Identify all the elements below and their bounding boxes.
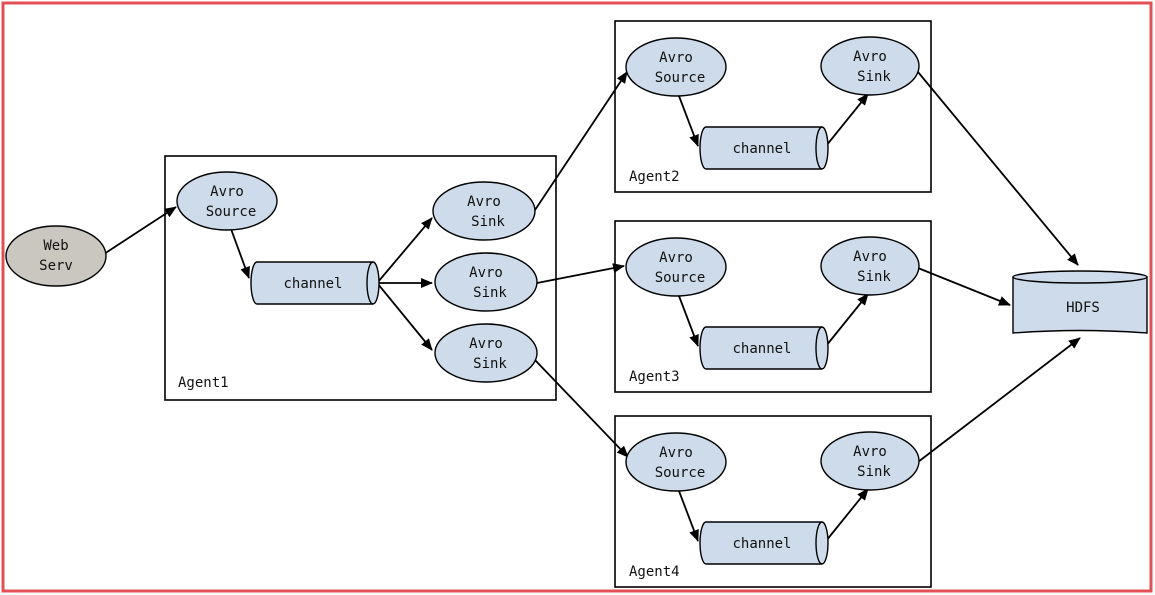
avro-sink-line2: Sink (473, 285, 507, 301)
avro-source-line2: Source (655, 465, 706, 481)
avro-sink-ellipse (820, 36, 920, 96)
edge-sink1a-to-source2 (534, 71, 628, 211)
agent1-sink-b-node: Avro Sink (434, 252, 538, 312)
avro-source-line1: Avro (659, 445, 693, 461)
hdfs-cylinder-top (1012, 270, 1148, 284)
channel-label: channel (732, 536, 791, 552)
agent3-sink-node: Avro Sink (820, 236, 920, 296)
channel-cylinder-cap (815, 521, 823, 565)
edge-channel1-to-sink1a (377, 217, 433, 283)
hdfs-cylinder-body (1012, 276, 1148, 334)
web-serv-line2: Serv (39, 258, 73, 274)
agent2-sink-node: Avro Sink (820, 36, 920, 96)
hdfs-label: HDFS (1066, 300, 1100, 316)
edge-sink4-to-hdfs (917, 337, 1081, 463)
edge-channel3-to-sink3 (825, 293, 869, 347)
edge-sink1b-to-source3 (536, 263, 625, 284)
edge-source4-to-channel4 (678, 490, 699, 542)
agent1-sink-c-node: Avro Sink (434, 323, 538, 383)
avro-source-line2: Source (206, 204, 257, 220)
avro-sink-ellipse (434, 323, 538, 383)
agent1-label: Agent1 (178, 375, 229, 391)
agent2-source-node: Avro Source (625, 37, 727, 97)
channel-label: channel (732, 141, 791, 157)
agent3-label: Agent3 (629, 369, 680, 385)
edge-source3-to-channel3 (678, 295, 699, 347)
agent1-channel-node: channel (250, 261, 380, 305)
avro-sink-line1: Avro (853, 249, 887, 265)
agent4-source-node: Avro Source (625, 432, 727, 492)
edge-source2-to-channel2 (678, 95, 699, 147)
avro-sink-line1: Avro (469, 336, 503, 352)
agent2-label: Agent2 (629, 169, 680, 185)
channel-label: channel (732, 341, 791, 357)
edge-sink1c-to-source4 (534, 359, 629, 458)
avro-sink-line2: Sink (857, 69, 891, 85)
avro-source-line2: Source (655, 270, 706, 286)
web-serv-node: Web Serv (5, 225, 107, 287)
avro-sink-line2: Sink (473, 356, 507, 372)
avro-sink-ellipse (434, 252, 538, 312)
avro-source-line1: Avro (659, 50, 693, 66)
avro-source-ellipse (176, 171, 278, 231)
avro-sink-ellipse (820, 431, 920, 491)
channel-cylinder-cap (815, 326, 823, 370)
avro-sink-ellipse (820, 236, 920, 296)
edge-source1-to-channel1 (230, 228, 250, 279)
avro-sink-line1: Avro (853, 444, 887, 460)
hdfs-node: HDFS (1012, 270, 1148, 334)
avro-source-line1: Avro (659, 250, 693, 266)
agent3-channel-node: channel (699, 326, 829, 370)
avro-sink-line1: Avro (469, 265, 503, 281)
edge-channel2-to-sink2 (825, 93, 869, 147)
channel-label: channel (283, 276, 342, 292)
edges (103, 71, 1081, 542)
agent1-sink-a-node: Avro Sink (432, 181, 536, 241)
avro-sink-line2: Sink (857, 464, 891, 480)
avro-source-ellipse (625, 237, 727, 297)
agent1-source-node: Avro Source (176, 171, 278, 231)
channel-cylinder-cap (815, 126, 823, 170)
avro-sink-line1: Avro (467, 194, 501, 210)
avro-source-line2: Source (655, 70, 706, 86)
avro-source-ellipse (625, 432, 727, 492)
agent2-channel-node: channel (699, 126, 829, 170)
web-serv-ellipse (5, 225, 107, 287)
edge-webserv-to-source1 (103, 206, 177, 255)
channel-cylinder-cap (366, 261, 374, 305)
agent4-label: Agent4 (629, 564, 680, 580)
agent4-sink-node: Avro Sink (820, 431, 920, 491)
edge-sink2-to-hdfs (917, 71, 1079, 266)
avro-sink-line2: Sink (857, 269, 891, 285)
avro-sink-ellipse (432, 181, 536, 241)
avro-sink-line2: Sink (471, 214, 505, 230)
avro-source-ellipse (625, 37, 727, 97)
agent3-source-node: Avro Source (625, 237, 727, 297)
web-serv-line1: Web (43, 238, 68, 254)
edge-channel4-to-sink4 (825, 488, 869, 542)
agent4-channel-node: channel (699, 521, 829, 565)
avro-sink-line1: Avro (853, 49, 887, 65)
edge-sink3-to-hdfs (917, 267, 1011, 306)
edge-channel1-to-sink1c (377, 283, 433, 351)
avro-source-line1: Avro (210, 184, 244, 200)
